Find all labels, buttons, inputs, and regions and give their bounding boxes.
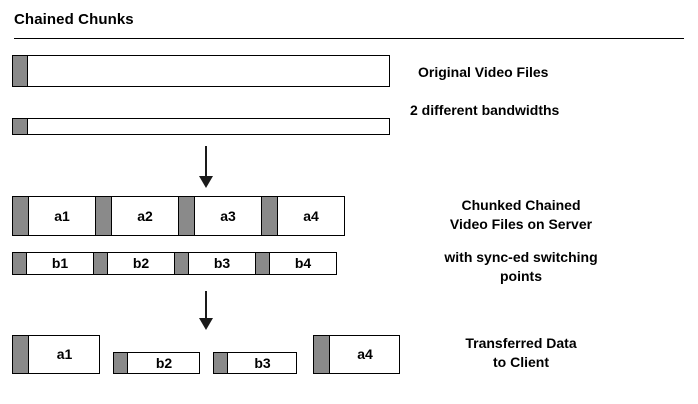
sync-point-marker [12, 252, 27, 275]
caption-synced-switching-points: with sync-ed switching points [444, 249, 598, 284]
caption-chunked-chained-server: Chunked Chained Video Files on Server [449, 197, 593, 232]
caption-two-bandwidths: 2 different bandwidths [410, 102, 560, 118]
sync-point-marker [174, 252, 189, 275]
chunk-label-a4: a4 [303, 208, 319, 224]
flow-arrow-down [195, 146, 217, 188]
chunk-label-b2: b2 [132, 255, 150, 271]
chunk-label-a1: a1 [54, 208, 70, 224]
sync-point-marker [178, 196, 195, 236]
sync-point-marker [213, 352, 228, 374]
title-divider [14, 38, 684, 39]
chunk-label-a2: a2 [137, 208, 153, 224]
chunk-label-b1: b1 [51, 255, 69, 271]
sync-point-marker [313, 335, 330, 374]
chunk-label-b2: b2 [155, 355, 173, 371]
sync-point-marker [12, 118, 28, 135]
sync-point-marker [12, 196, 29, 236]
sync-point-marker [255, 252, 270, 275]
chunk-label-b3: b3 [254, 355, 271, 371]
sync-point-marker [261, 196, 278, 236]
sync-point-marker [113, 352, 128, 374]
caption-original-video-files: Original Video Files [418, 64, 549, 80]
chunk-label-b3: b3 [213, 255, 231, 271]
caption-transferred-data-to-client: Transferred Data to Client [465, 335, 577, 370]
chunk-label-a1: a1 [56, 346, 73, 362]
sync-point-marker [95, 196, 112, 236]
page-title: Chained Chunks [14, 11, 134, 28]
sync-point-marker [12, 335, 29, 374]
chunk-label-a4: a4 [357, 346, 373, 362]
sync-point-marker [93, 252, 108, 275]
chunk-label-b4: b4 [294, 255, 312, 271]
original-video-bar-low [12, 118, 390, 135]
original-video-bar-high [12, 55, 390, 87]
sync-point-marker [12, 55, 28, 87]
flow-arrow-down [195, 291, 217, 331]
chunk-label-a3: a3 [220, 208, 236, 224]
